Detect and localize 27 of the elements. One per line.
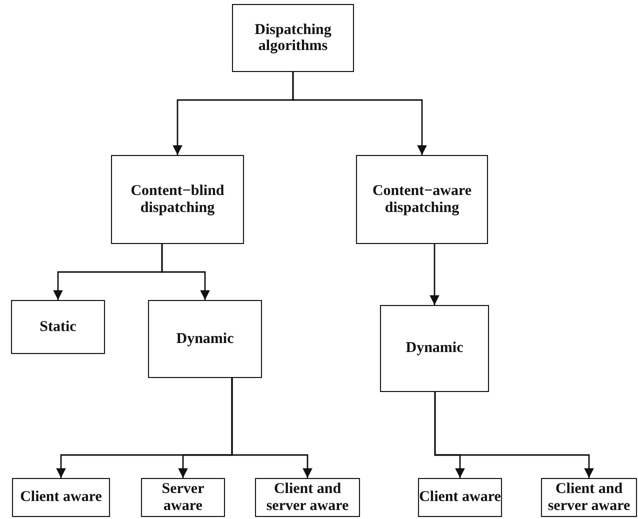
box-label: Server aware bbox=[160, 481, 206, 514]
process-box bbox=[380, 305, 489, 392]
arrow bbox=[231, 378, 312, 478]
box-label: Content−blind dispatching bbox=[130, 183, 226, 216]
box-label: Dynamic bbox=[406, 340, 464, 357]
process-box bbox=[12, 478, 110, 517]
arrow bbox=[161, 244, 210, 300]
process-box bbox=[255, 478, 360, 517]
process-box bbox=[141, 478, 225, 517]
process-box bbox=[541, 478, 637, 517]
box-label: Dynamic bbox=[176, 330, 234, 348]
process-box bbox=[148, 300, 262, 378]
arrow bbox=[292, 72, 427, 155]
box-label: Client aware bbox=[20, 489, 102, 506]
box-label: Static bbox=[40, 318, 76, 336]
process-box bbox=[232, 4, 354, 72]
process-box bbox=[356, 155, 488, 244]
box-label: Dispatching algorithms bbox=[254, 22, 332, 54]
box-label: Content−aware dispatching bbox=[371, 183, 473, 216]
arrow bbox=[430, 244, 440, 305]
process-box bbox=[111, 155, 244, 244]
arrow bbox=[434, 392, 594, 478]
box-label: Client and server aware bbox=[265, 481, 350, 514]
process-box bbox=[418, 478, 502, 517]
process-box bbox=[11, 300, 105, 354]
box-label: Client and server aware bbox=[546, 481, 632, 514]
box-label: Client aware bbox=[419, 489, 501, 506]
